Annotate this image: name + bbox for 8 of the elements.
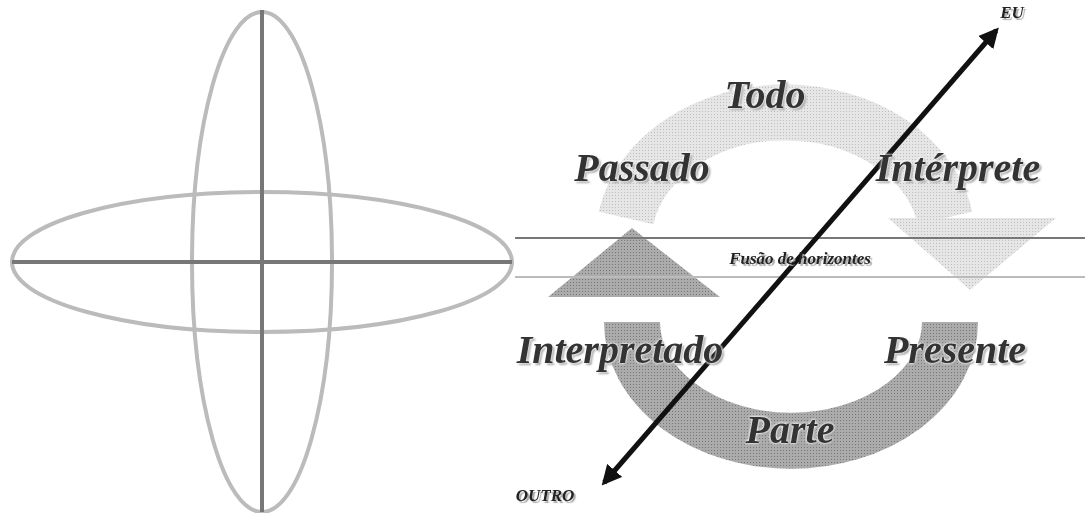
stage-label: Passado [574,148,710,188]
axis-label: EU [1000,3,1024,21]
stage-label: Presente [883,330,1027,370]
axis-label: OUTRO [515,486,575,504]
stage-label: Intérprete [875,148,1041,188]
stage-label: Todo [724,75,806,115]
double-headed-arrow [601,27,999,486]
stage-label: Parte [745,410,835,450]
